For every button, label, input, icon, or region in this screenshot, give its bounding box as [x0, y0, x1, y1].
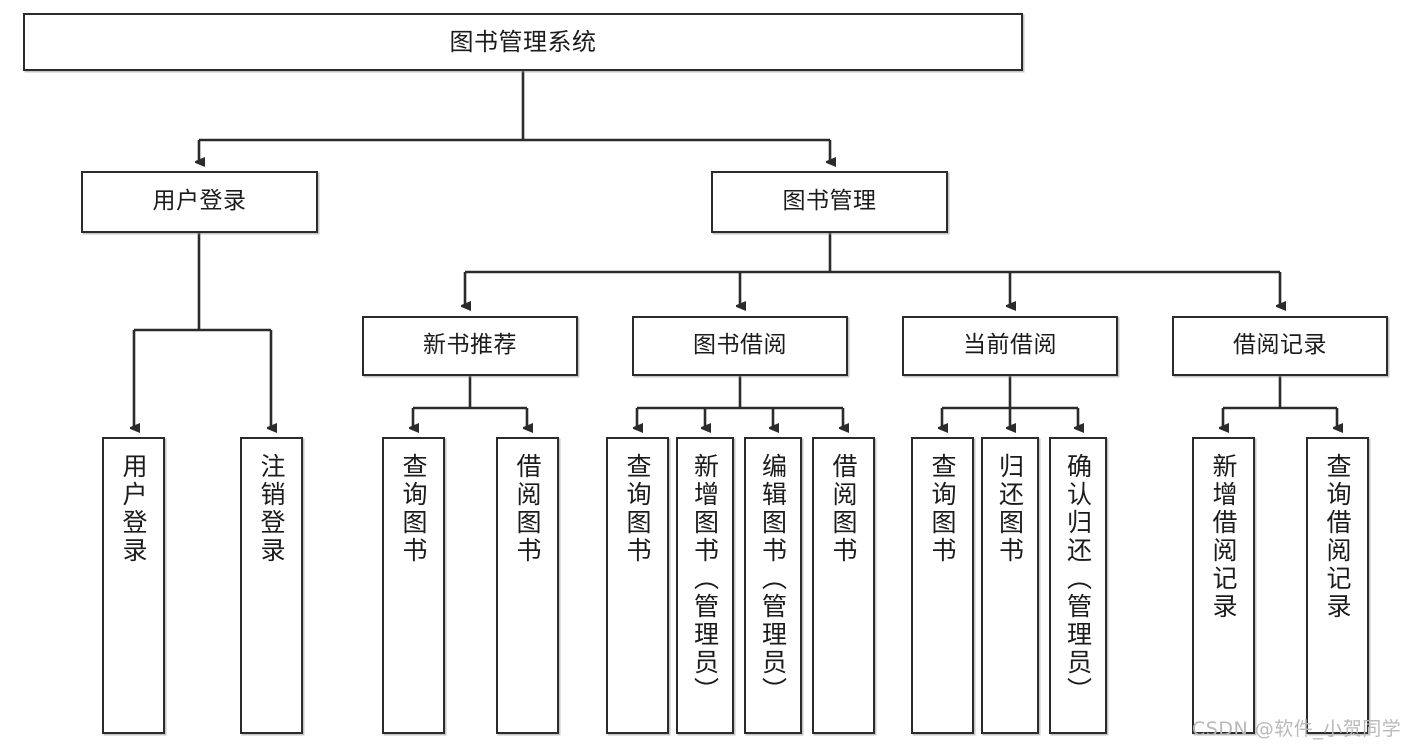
leaf-return-book[interactable]: 归还图书 [981, 437, 1039, 734]
node-label: 图书管理 [782, 188, 877, 215]
leaf-query-book-recommend[interactable]: 查询图书 [382, 437, 445, 734]
node-label: 确认归还（管理员） [1063, 453, 1093, 705]
node-label: 用户登录 [152, 188, 247, 215]
node-label: 图书管理系统 [449, 27, 597, 56]
node-current-borrow[interactable]: 当前借阅 [902, 316, 1118, 376]
leaf-edit-book-admin[interactable]: 编辑图书（管理员） [744, 437, 802, 734]
leaf-query-book-borrow[interactable]: 查询图书 [606, 437, 669, 734]
node-label: 归还图书 [995, 453, 1025, 565]
node-label: 借阅记录 [1233, 332, 1327, 359]
leaf-add-book-admin[interactable]: 新增图书（管理员） [676, 437, 734, 734]
node-borrow-record[interactable]: 借阅记录 [1172, 316, 1388, 376]
leaf-query-borrow-record[interactable]: 查询借阅记录 [1306, 437, 1369, 734]
node-label: 当前借阅 [963, 332, 1057, 359]
node-root-system[interactable]: 图书管理系统 [23, 13, 1023, 71]
node-label: 查询借阅记录 [1323, 453, 1352, 621]
node-label: 用户登录 [119, 453, 148, 565]
node-label: 图书借阅 [693, 332, 787, 359]
node-label: 编辑图书（管理员） [758, 453, 788, 705]
leaf-confirm-return-admin[interactable]: 确认归还（管理员） [1049, 437, 1107, 734]
node-book-management[interactable]: 图书管理 [711, 171, 948, 233]
node-book-borrow[interactable]: 图书借阅 [632, 316, 848, 376]
leaf-user-login[interactable]: 用户登录 [102, 437, 165, 734]
node-label: 借阅图书 [829, 453, 858, 565]
node-new-book-recommend[interactable]: 新书推荐 [362, 316, 578, 376]
leaf-add-borrow-record[interactable]: 新增借阅记录 [1192, 437, 1255, 734]
node-label: 查询图书 [399, 453, 428, 565]
leaf-borrow-book[interactable]: 借阅图书 [812, 437, 875, 734]
leaf-user-logout[interactable]: 注销登录 [240, 437, 303, 734]
node-label: 新增借阅记录 [1209, 453, 1238, 621]
node-label: 查询图书 [623, 453, 652, 565]
node-label: 新书推荐 [423, 332, 517, 359]
node-label: 注销登录 [257, 453, 286, 565]
node-label: 借阅图书 [513, 453, 542, 565]
leaf-query-book-current[interactable]: 查询图书 [911, 437, 974, 734]
node-user-login[interactable]: 用户登录 [81, 171, 318, 233]
node-label: 新增图书（管理员） [690, 453, 720, 705]
node-label: 查询图书 [928, 453, 957, 565]
leaf-borrow-book-recommend[interactable]: 借阅图书 [496, 437, 559, 734]
csdn-watermark: CSDN @软件_小贺同学 [1192, 718, 1402, 740]
